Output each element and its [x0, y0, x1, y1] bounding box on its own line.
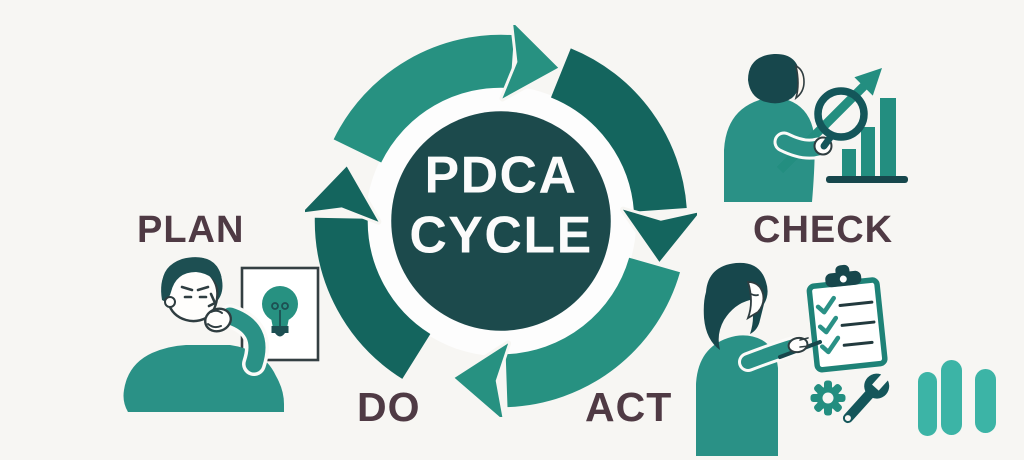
check-illustration [724, 53, 908, 202]
wrench-shaft [842, 389, 875, 424]
bar-short [842, 149, 856, 176]
clockwise-arrowhead-bottom-icon [451, 340, 512, 417]
logo-stroke-right [975, 369, 996, 433]
bulb-tip [275, 333, 285, 337]
clip-hole [839, 275, 847, 283]
hair-front [162, 257, 222, 299]
list-line3 [842, 340, 874, 347]
list-line2 [840, 320, 876, 327]
cycle-arc-right [550, 48, 687, 213]
hand-shape [787, 336, 809, 354]
nose-line [207, 292, 217, 308]
face-features [180, 285, 217, 308]
brand-logo-mark [918, 360, 996, 436]
thinking-person [123, 257, 284, 412]
trend-arrowhead [854, 68, 882, 96]
plan-illustration [123, 257, 320, 412]
chart-baseline [826, 176, 908, 183]
face-profile [746, 281, 765, 321]
sweater-back [724, 97, 815, 202]
hair-shape [748, 53, 801, 104]
wrench-notch [872, 369, 893, 391]
closed-eye [750, 293, 759, 297]
cycle-arrowheads [305, 25, 697, 417]
bulb-filament [271, 302, 289, 326]
face-profile [794, 64, 805, 101]
checklist-clipboard-icon [806, 264, 888, 373]
checkmarks [815, 295, 841, 355]
eyebrow-left [180, 285, 194, 292]
clockwise-arrowhead-top-icon [499, 25, 562, 102]
analyst-person [724, 53, 815, 202]
ear-shape [164, 296, 176, 308]
magnifier-ring [814, 87, 868, 141]
checkmark-row1 [815, 295, 836, 315]
finger-lines [799, 337, 810, 348]
cycle-arcs [314, 34, 687, 408]
logo-stroke-middle [941, 360, 962, 435]
bar-chart-icon [826, 98, 908, 183]
cycle-arc-left [314, 217, 431, 379]
arm-sleeve [221, 307, 266, 373]
label-check: CHECK [753, 209, 894, 251]
checklist-lines [838, 300, 876, 347]
bulb-glass [262, 286, 298, 322]
pdca-cycle-diagram: PDCA CYCLE [305, 25, 697, 417]
bar-medium [861, 127, 875, 176]
label-act: ACT [585, 384, 673, 430]
bar-tall [880, 98, 896, 176]
gear-icon [810, 380, 846, 416]
wrench-icon [842, 369, 893, 424]
bulb-base [271, 326, 289, 333]
writing-person [696, 262, 822, 456]
cycle-arc-bottom [505, 257, 680, 408]
eyebrow-right [196, 285, 210, 292]
cycle-title-line1: PDCA [424, 147, 577, 205]
logo-strokes [918, 360, 996, 436]
label-plan: PLAN [137, 209, 245, 251]
fist-details [207, 309, 223, 329]
cycle-title-line2: CYCLE [409, 206, 592, 264]
wrench-hole [844, 415, 851, 422]
clockwise-arrowhead-left-icon [305, 163, 382, 225]
checkmark-row3 [819, 335, 841, 355]
clockwise-arrowhead-right-icon [620, 206, 697, 265]
arm-sleeve [776, 134, 826, 157]
checkmark-row2 [817, 315, 839, 335]
list-line1 [838, 300, 874, 308]
magnifying-glass-icon [814, 87, 868, 150]
label-do: DO [357, 384, 421, 430]
act-illustration [696, 262, 893, 456]
logo-stroke-left [918, 372, 937, 436]
gear-hole [822, 392, 834, 404]
cycle-arc-top [333, 34, 515, 164]
cycle-center-circle [391, 111, 611, 331]
